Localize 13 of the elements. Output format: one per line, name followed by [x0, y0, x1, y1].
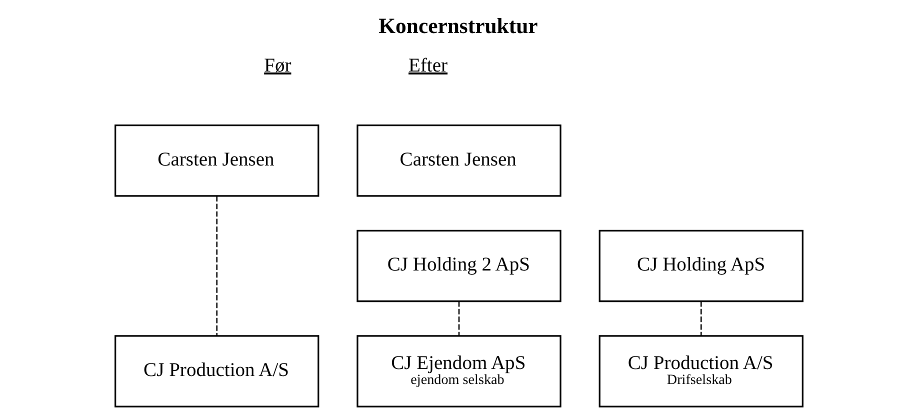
node-box: Carsten Jensen — [114, 124, 320, 197]
diagram-title: Koncernstruktur — [378, 14, 538, 38]
connector — [700, 301, 702, 336]
node-box: CJ Production A/S Drifselskab — [598, 335, 804, 408]
node-box: CJ Ejendom ApS ejendom selskab — [356, 335, 562, 408]
node-box: Carsten Jensen — [356, 124, 562, 197]
label: Før — [264, 55, 292, 76]
node-box: CJ Holding ApS — [598, 230, 804, 302]
connector — [458, 301, 460, 336]
node-box: CJ Holding 2 ApS — [356, 230, 562, 302]
label: Efter — [408, 55, 448, 76]
connector — [216, 196, 218, 336]
node-box: CJ Production A/S — [114, 335, 320, 408]
